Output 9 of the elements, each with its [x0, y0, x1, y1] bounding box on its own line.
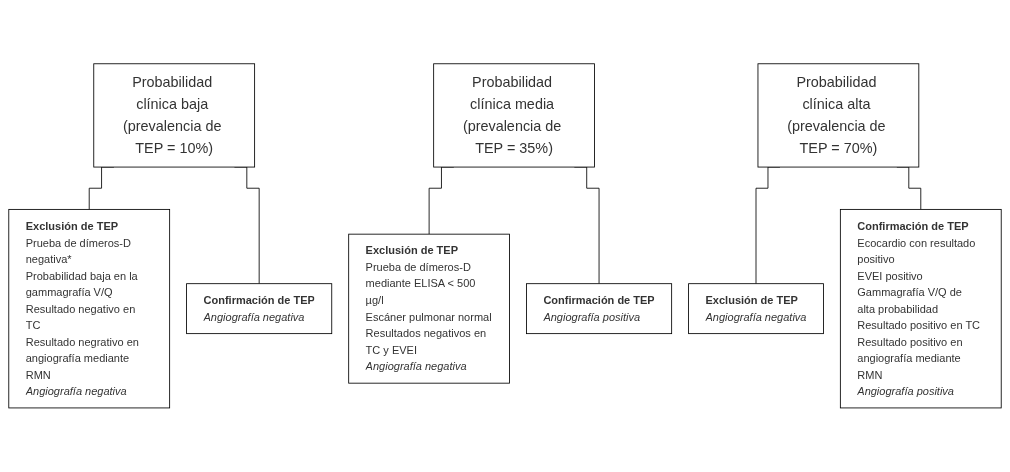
node-box: Confirmación de TEP Angiografía negativa	[186, 283, 333, 335]
node-box: Confirmación de TEP Ecocardio con resultado positivo EVEI positivo Gammagrafía V/Q de alta probabilidad Resultado positivo en TC Resultado positivo en angiografía mediante RMN Angiografía positiva	[839, 209, 1002, 409]
node-box: Exclusión de TEP Angiografía negativa	[688, 283, 824, 335]
node-box: Exclusión de TEP Prueba de dímeros-D negativa* Probabilidad baja en la gammagrafía V/Q Resultado negativo en TC Resultado negrativo en angiografía mediante RMN Angiografía negativa	[8, 209, 171, 409]
node-box: Probabilidad clínica baja (prevalencia de TEP = 10%)	[93, 63, 256, 168]
node-box: Confirmación de TEP Angiografía positiva	[526, 283, 673, 335]
node-box: Probabilidad clínica alta (prevalencia de TEP = 70%)	[757, 63, 920, 168]
node-box: Probabilidad clínica media (prevalencia de TEP = 35%)	[433, 63, 595, 168]
node-box: Exclusión de TEP Prueba de dímeros-D mediante ELISA < 500 µg/l Escáner pulmonar normal Resultados negativos en TC y EVEI Angiografía negativa	[348, 233, 510, 384]
